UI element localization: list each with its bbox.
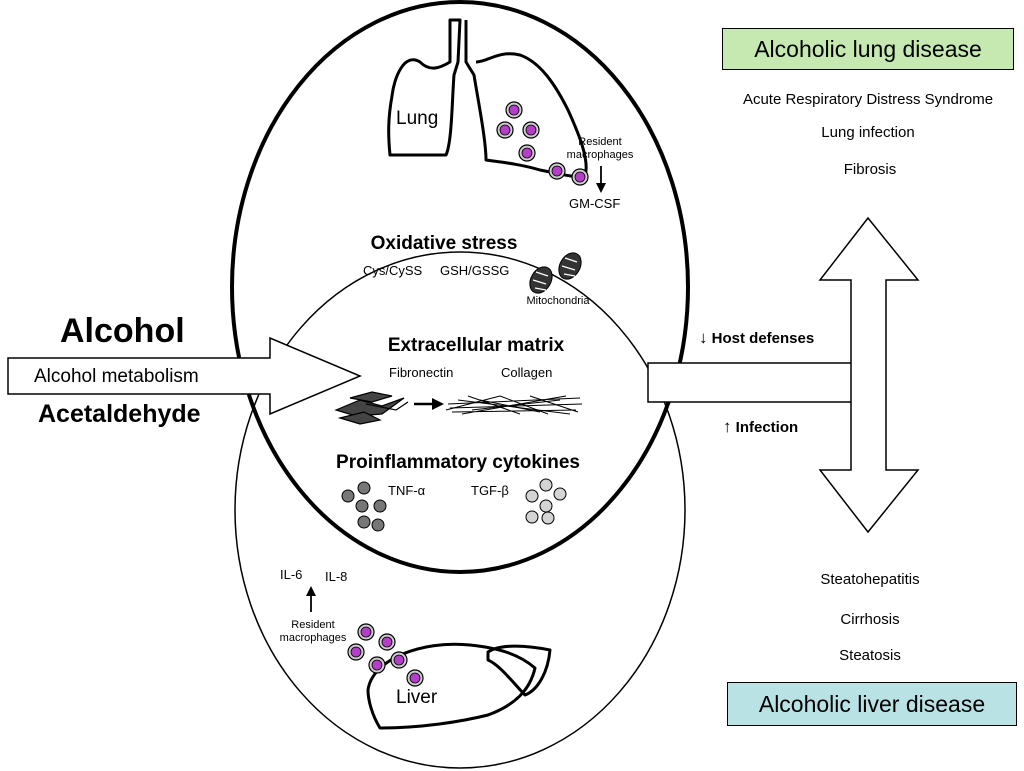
gmcsf-down-arrow	[596, 166, 606, 193]
lung-macrophage-nucleus	[521, 147, 533, 159]
liver-macrophage-nucleus	[381, 636, 393, 648]
lung-macrophage-nucleus	[508, 104, 520, 116]
tnf-label: TNF-α	[388, 483, 426, 498]
fibroblasts-icon	[334, 391, 409, 425]
tgf-cell	[553, 487, 567, 501]
host-defenses-label: ↓ Host defenses	[699, 328, 815, 347]
tnf-cell	[373, 499, 387, 513]
liver-label: Liver	[396, 687, 438, 708]
cytokines-title: Proinflammatory cytokines	[336, 452, 580, 473]
lung-macrophage-nucleus	[499, 124, 511, 136]
alcohol-title: Alcohol	[60, 312, 185, 350]
tgf-cell	[539, 499, 553, 513]
liver-disease-item: Cirrhosis	[840, 611, 900, 628]
mitochondria-label: Mitochondria	[526, 295, 590, 307]
collagen-label: Collagen	[501, 365, 553, 380]
liver-macrophage-nucleus	[409, 672, 421, 684]
il-up-arrow	[306, 586, 316, 612]
liver-ellipse	[234, 251, 686, 769]
alcohol-arrow	[7, 336, 362, 416]
lung-drawing	[387, 18, 588, 178]
collagen-fibers-icon	[445, 395, 583, 415]
liver-drawing	[366, 642, 552, 730]
gmcsf-label: GM-CSF	[569, 196, 621, 211]
lung-macrophage-nucleus	[525, 124, 537, 136]
liver-macrophage-nucleus	[350, 646, 362, 658]
il6-label: IL-6	[280, 567, 303, 582]
extracellular-matrix-title: Extracellular matrix	[387, 335, 565, 356]
gsh-label: GSH/GSSG	[440, 263, 510, 278]
lung-macrophage-nucleus	[574, 171, 586, 183]
liver-macrophage-nucleus	[393, 654, 405, 666]
fibronectin-label: Fibronectin	[389, 365, 454, 380]
outcome-bar	[647, 362, 886, 403]
liver-disease-box: Alcoholic liver disease	[727, 682, 1017, 726]
liver-disease-title: Alcoholic liver disease	[758, 690, 986, 717]
down-arrow-icon: ↓	[699, 328, 708, 347]
oxidative-stress-title: Oxidative stress	[370, 233, 518, 254]
tgf-cell	[525, 510, 539, 524]
mitochondria-icon	[529, 252, 582, 294]
liver-macrophage-nucleus	[371, 659, 383, 671]
lung-disease-item: Acute Respiratory Distress Syndrome	[742, 91, 994, 108]
tgf-label: TGF-β	[471, 483, 509, 498]
tnf-cell	[357, 515, 371, 529]
lung-ellipse	[230, 0, 690, 574]
matrix-arrow	[414, 398, 444, 410]
lung-label: Lung	[396, 108, 439, 129]
liver-macrophage-nucleus	[360, 626, 372, 638]
liver-disease-item: Steatosis	[839, 647, 901, 664]
lung-disease-title: Alcoholic lung disease	[754, 35, 982, 62]
tnf-cell	[355, 499, 369, 513]
tgf-cell	[539, 478, 553, 492]
lung-macrophage-nucleus	[551, 165, 563, 177]
tgf-cell	[541, 511, 555, 525]
acetaldehyde-label: Acetaldehyde	[38, 400, 201, 428]
lung-disease-item: Fibrosis	[843, 161, 897, 178]
alcohol-metabolism-label: Alcohol metabolism	[34, 366, 199, 387]
tgf-cell	[525, 489, 539, 503]
cys-label: Cys/CySS	[363, 263, 423, 278]
tnf-cell	[341, 489, 355, 503]
up-arrow-icon: ↑	[723, 417, 732, 436]
lung-disease-item: Lung infection	[821, 124, 915, 141]
tnf-cell	[371, 518, 385, 532]
tnf-cell	[357, 481, 371, 495]
liver-disease-item: Steatohepatitis	[820, 571, 920, 588]
lung-disease-box: Alcoholic lung disease	[722, 28, 1014, 70]
infection-label: ↑ Infection	[723, 417, 799, 436]
il8-label: IL-8	[325, 569, 348, 584]
